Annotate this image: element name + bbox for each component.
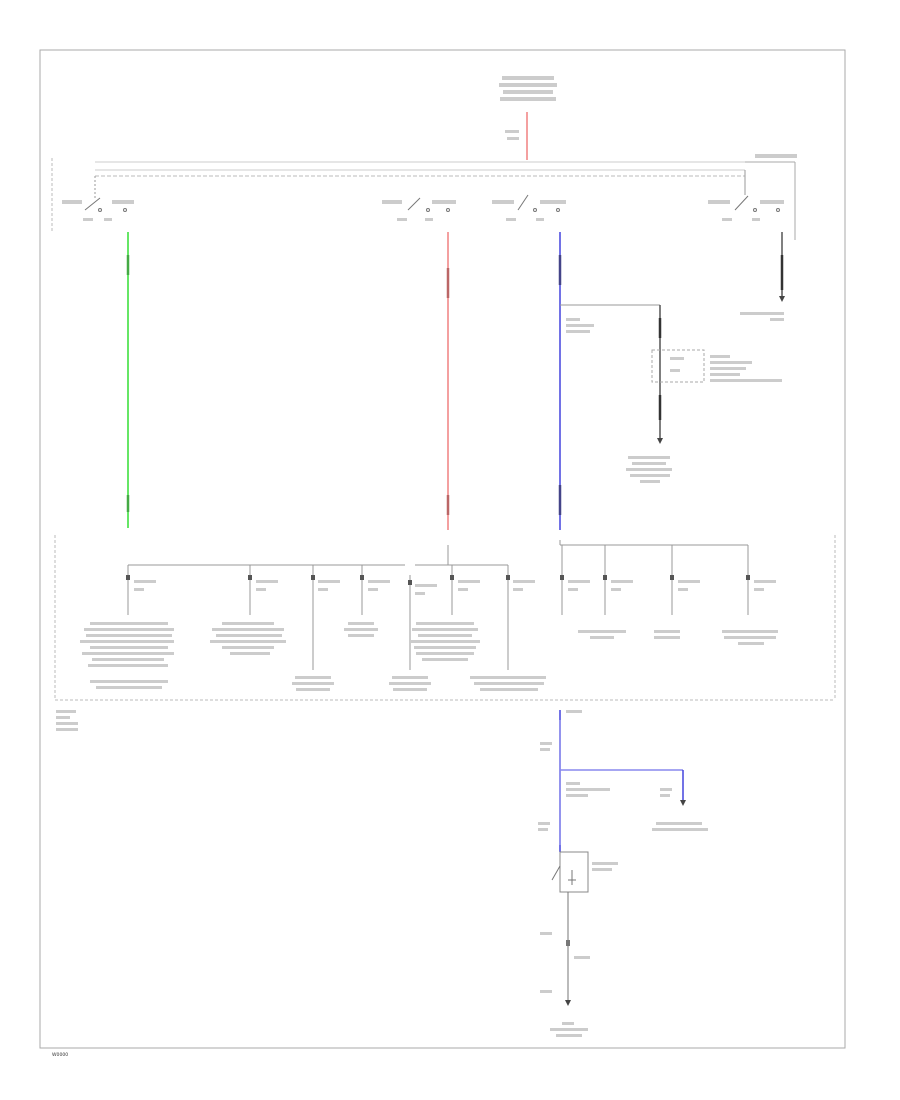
ignition-switch-block — [51, 154, 797, 240]
power-source — [499, 76, 557, 160]
relay-branch — [560, 304, 784, 483]
footer-code: W0000 — [52, 1052, 68, 1058]
main-wires — [126, 232, 785, 530]
lower-circuit — [56, 710, 708, 1037]
fuse-block — [54, 535, 836, 701]
outer-frame — [39, 49, 846, 1049]
